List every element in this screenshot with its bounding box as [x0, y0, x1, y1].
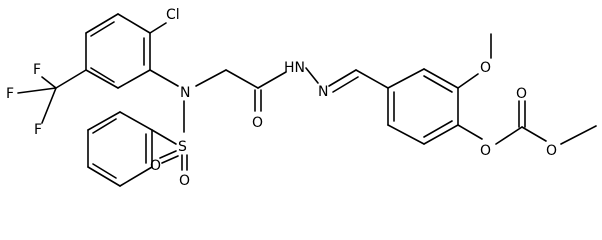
- amide-carbonyl-oxygen: O: [252, 115, 263, 131]
- methoxyphenyl-ring: [387, 68, 459, 145]
- phenyl-ring: [87, 111, 153, 187]
- sulfonyl-group: S O O: [150, 129, 190, 189]
- sulfonyl-oxygen-right: O: [179, 173, 190, 189]
- methyl-ester-oxygen: O: [546, 143, 557, 159]
- sulfonamide-nitrogen: N: [180, 85, 190, 101]
- fluorine-atom-left: F: [6, 86, 14, 102]
- chlorine-atom: Cl: [166, 7, 180, 23]
- trifluoromethyl-group: F F F: [6, 62, 87, 138]
- sulfonyl-oxygen-left: O: [150, 158, 161, 174]
- fluorine-atom-top: F: [33, 62, 41, 78]
- hydrazide-nh: HN: [284, 60, 305, 76]
- imine-nitrogen: N: [318, 84, 328, 100]
- sulfur-atom: S: [178, 139, 187, 155]
- carbonate-ester-oxygen: O: [480, 143, 491, 159]
- fluorine-atom-bottom: F: [34, 122, 42, 138]
- carbonate-carbonyl-oxygen: O: [516, 86, 527, 102]
- methoxy-oxygen: O: [480, 60, 491, 76]
- chemical-structure-diagram: Cl F F F N S O O: [6, 7, 597, 189]
- chlorophenyl-ring: [85, 13, 151, 89]
